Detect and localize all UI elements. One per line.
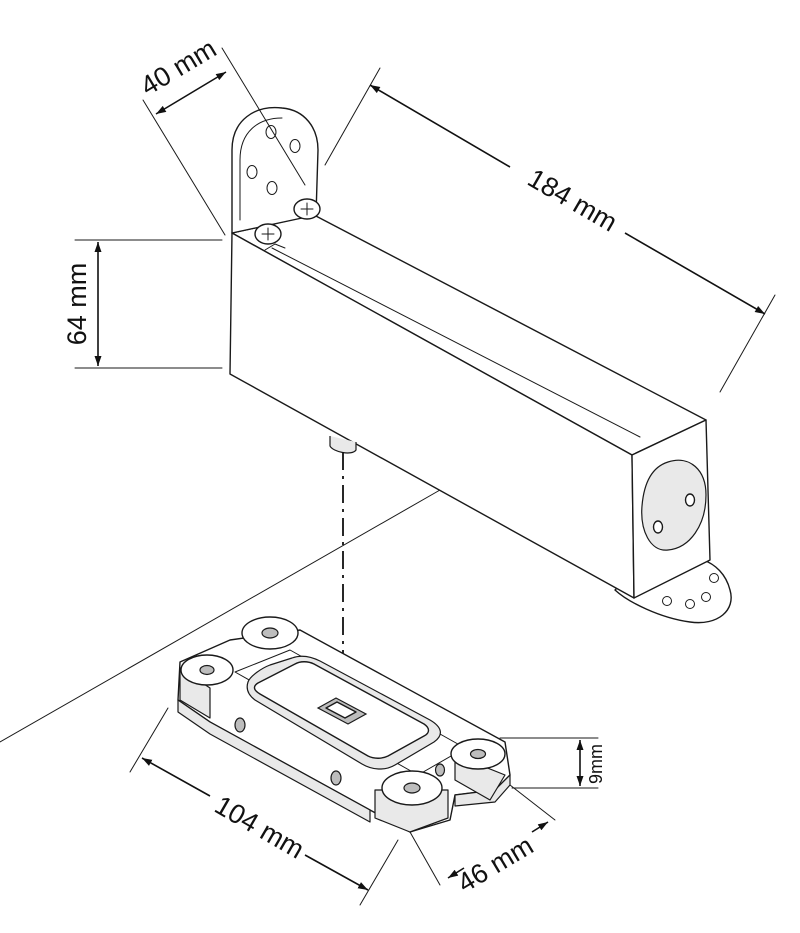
door-closer-body (229, 106, 732, 624)
plate-front-side (177, 699, 371, 823)
foot-hole-4 (709, 573, 719, 583)
bracket-hole-3 (246, 165, 258, 179)
ext-line-104-b (359, 839, 399, 906)
ext-line-46-b (509, 784, 556, 821)
end-face-hole-2 (684, 493, 696, 507)
foot-hole-1 (662, 596, 672, 606)
end-face-hole-1 (652, 520, 664, 534)
ext-line-104-a (129, 707, 169, 773)
floor-mounting-plate (177, 616, 511, 833)
ext-line-184-b (719, 294, 776, 393)
dim-arrow-46-b (531, 821, 549, 833)
top-face-groove (271, 247, 641, 438)
dim-arrow-40 (155, 71, 227, 115)
foot-hole-2 (685, 599, 695, 609)
dim-label-9: 9mm (586, 744, 606, 784)
dim-label-64: 64 mm (62, 263, 92, 346)
bracket-hole-2 (289, 139, 301, 153)
screw-left (254, 223, 282, 245)
foot-hole-3 (701, 592, 711, 602)
dim-label-104: 104 mm (210, 790, 309, 865)
ext-line-184-a (324, 67, 381, 166)
dimension-9mm: 9mm (499, 737, 606, 789)
dim-arrow-46-a (447, 867, 465, 879)
floor-edge-line (0, 489, 441, 743)
plate-side-hole-1 (234, 717, 246, 733)
plate-side-hole-3 (434, 763, 446, 777)
top-face-detail (264, 243, 286, 251)
bracket-hole-4 (266, 181, 278, 195)
dim-label-46: 46 mm (452, 830, 538, 898)
plate-spindle-socket-inner (325, 701, 357, 719)
dim-arrow-184-a (369, 84, 511, 168)
dimension-64mm: 64 mm (62, 239, 223, 369)
dim-label-40: 40 mm (135, 33, 221, 101)
plate-lug-front-left (179, 654, 234, 719)
ext-line-46-a (409, 831, 441, 886)
bracket-hole-1 (265, 125, 277, 139)
closer-wall-bracket (231, 106, 319, 234)
dim-arrow-104-a (141, 757, 211, 797)
plate-lug-back-left (241, 616, 299, 650)
screw-right (293, 198, 321, 220)
plate-lug-back-right (450, 738, 506, 801)
ext-line-40-b (221, 47, 306, 186)
dim-arrow-184-b (624, 232, 766, 315)
bracket-inner-edge (239, 117, 283, 221)
ext-line-40-a (142, 99, 226, 236)
plate-side-hole-2 (330, 770, 342, 786)
dim-label-184: 184 mm (523, 163, 622, 238)
dim-arrow-104-b (304, 854, 369, 891)
plate-lug-front-right (374, 770, 449, 833)
